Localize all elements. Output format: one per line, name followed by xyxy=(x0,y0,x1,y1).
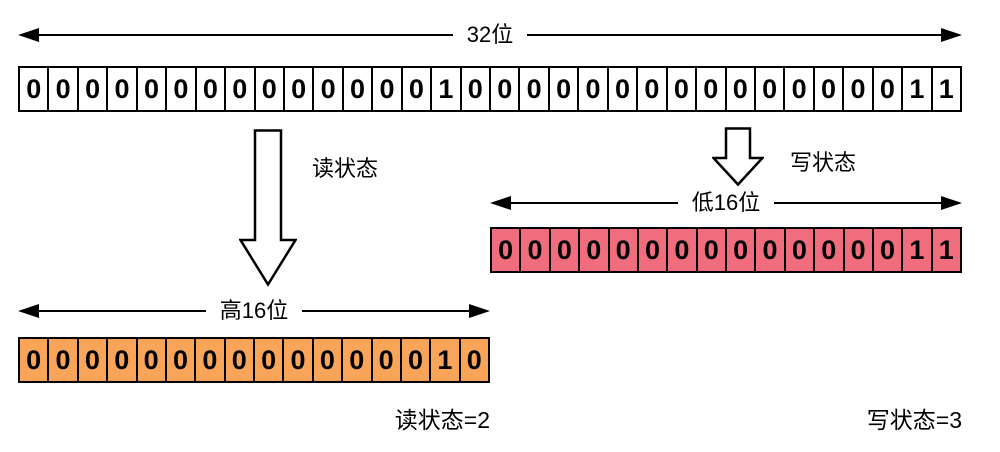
arrowhead-left-icon xyxy=(18,28,39,42)
bit-cell: 0 xyxy=(844,68,874,110)
measure-high16: 高16位 xyxy=(18,298,491,324)
arrowhead-right-icon xyxy=(941,196,963,210)
bit-cell: 0 xyxy=(785,68,815,110)
bit-cell: 0 xyxy=(638,68,668,110)
bit-cell: 0 xyxy=(580,229,610,271)
bit-cell: 1 xyxy=(938,234,954,265)
write-result-text: 写状态=3 xyxy=(866,407,962,433)
bit-cell: 0 xyxy=(284,339,314,381)
measure-line xyxy=(39,310,206,312)
bit-cell: 0 xyxy=(285,68,315,110)
bit-cell: 0 xyxy=(314,68,344,110)
bit-cell: 0 xyxy=(167,68,197,110)
read-down-arrow-icon xyxy=(238,129,298,292)
bit-cell: 1 xyxy=(938,73,954,104)
bit-cell: 0 xyxy=(551,229,581,271)
bit-cell: 0 xyxy=(226,339,255,381)
bit-cell: 0 xyxy=(226,68,256,110)
arrowhead-right-icon xyxy=(941,28,963,42)
measure-32bit-label: 32位 xyxy=(466,22,514,47)
bit-cell: 0 xyxy=(874,229,904,271)
bit-cell: 1 xyxy=(903,229,933,271)
bit-cell: 0 xyxy=(491,68,521,110)
bit-cell: 0 xyxy=(492,229,522,271)
bit-cell: 1 xyxy=(431,339,461,381)
bit-cell: 0 xyxy=(373,339,402,381)
bit-cell: 0 xyxy=(402,339,432,381)
bit-cell: 0 xyxy=(49,339,79,381)
bit-cell: 0 xyxy=(314,339,344,381)
arrowhead-left-icon xyxy=(18,304,39,318)
measure-line xyxy=(774,202,942,204)
bit-cell: 0 xyxy=(668,229,698,271)
bit-cell: 0 xyxy=(668,68,698,110)
bit-cell: 0 xyxy=(698,229,727,271)
measure-32bit: 32位 xyxy=(18,22,963,48)
bit-cell: 0 xyxy=(138,339,167,381)
bit-cell: 0 xyxy=(256,68,285,110)
measure-line xyxy=(39,34,453,36)
bit-cell: 0 xyxy=(49,68,79,110)
bit-cell: 0 xyxy=(196,339,226,381)
bit-cell: 0 xyxy=(20,68,50,110)
bit-cell: 0 xyxy=(874,68,904,110)
bit-cell: 0 xyxy=(756,229,786,271)
bit-cell: 0 xyxy=(521,229,551,271)
bit-cell: 0 xyxy=(697,68,727,110)
bit-cell: 0 xyxy=(373,68,403,110)
bit-cell: 0 xyxy=(79,68,109,110)
bit-cell: 0 xyxy=(343,339,373,381)
bit-cell: 0 xyxy=(610,229,639,271)
arrowhead-left-icon xyxy=(490,196,511,210)
measure-line xyxy=(527,34,942,36)
bit-cell: 0 xyxy=(167,339,197,381)
write-arrow-label: 写状态 xyxy=(790,150,857,175)
bit-cell: 0 xyxy=(462,68,491,110)
bit-cell: 1 xyxy=(903,68,933,110)
measure-line xyxy=(511,202,678,204)
bit-cell: 0 xyxy=(786,229,816,271)
read-arrow-label: 读状态 xyxy=(312,156,379,181)
measure-high16-label: 高16位 xyxy=(219,298,289,323)
bit-cell: 0 xyxy=(727,229,757,271)
bit-cell: 0 xyxy=(756,68,786,110)
arrowhead-right-icon xyxy=(469,304,491,318)
measure-low16-label: 低16位 xyxy=(691,190,761,215)
bit-cell: 0 xyxy=(108,339,138,381)
bit-cell: 0 xyxy=(550,68,580,110)
bit-cell: 0 xyxy=(403,68,433,110)
write-down-arrow-icon xyxy=(710,127,766,192)
read-result-text: 读状态=2 xyxy=(394,407,490,433)
bit-cell: 0 xyxy=(466,344,482,375)
bit-cell: 0 xyxy=(639,229,669,271)
bit-cell: 0 xyxy=(79,339,109,381)
bit-cell: 0 xyxy=(108,68,138,110)
measure-line xyxy=(302,310,470,312)
bit-cell: 0 xyxy=(579,68,609,110)
bit-cell: 0 xyxy=(20,339,50,381)
bit-cell: 0 xyxy=(845,229,874,271)
bit-cell: 0 xyxy=(255,339,285,381)
bit-cell: 0 xyxy=(344,68,374,110)
bit-cell: 1 xyxy=(432,68,462,110)
bit-cell: 0 xyxy=(197,68,227,110)
bit-cell: 0 xyxy=(815,229,845,271)
bit-cell: 0 xyxy=(815,68,845,110)
bit-cell: 0 xyxy=(609,68,639,110)
measure-low16: 低16位 xyxy=(490,190,963,216)
bit-cell: 0 xyxy=(138,68,168,110)
bit-cell: 0 xyxy=(520,68,550,110)
bit-cell: 0 xyxy=(727,68,756,110)
